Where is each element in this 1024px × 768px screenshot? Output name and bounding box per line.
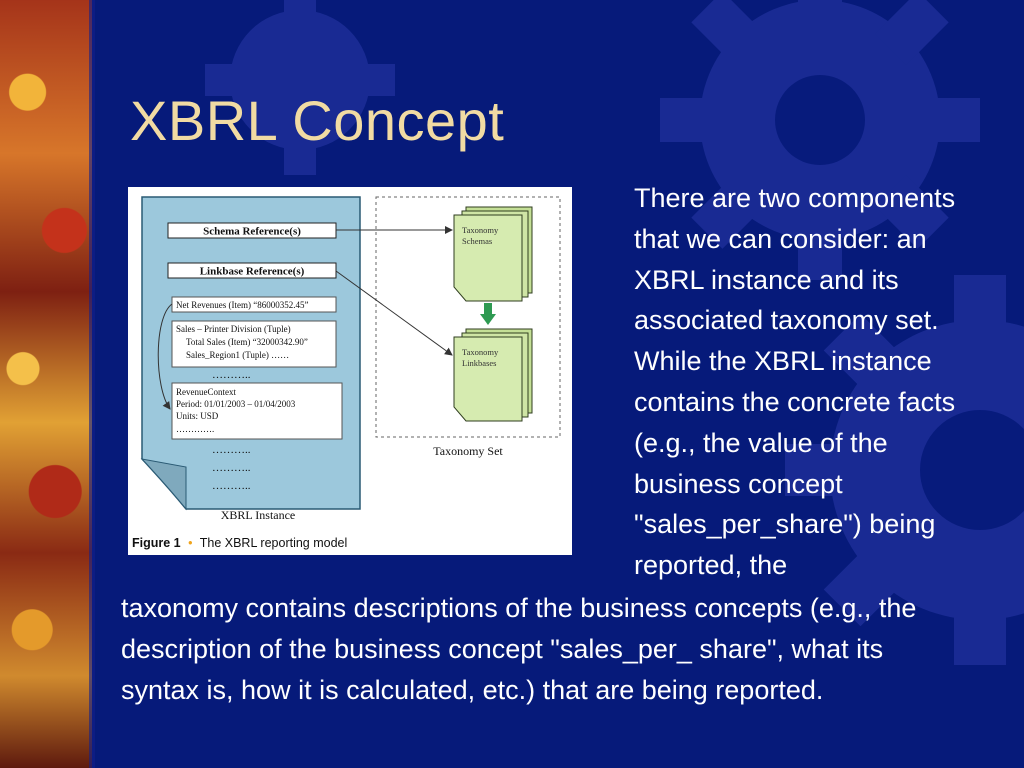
net-revenues-label: Net Revenues (Item) “86000352.45” <box>176 300 308 310</box>
caption-bullet: • <box>188 536 192 550</box>
taxonomy-schemas-line-1: Taxonomy <box>462 225 499 235</box>
caption-text: The XBRL reporting model <box>200 536 348 550</box>
ellipsis-row-4: ……….. <box>212 480 251 492</box>
linkbase-reference-label: Linkbase Reference(s) <box>200 266 305 278</box>
revenue-context-line-2: Period: 01/01/2003 – 01/04/2003 <box>176 399 296 409</box>
revenue-context-box <box>171 382 343 440</box>
taxonomy-linkbases-stack <box>453 328 533 422</box>
linkbase-reference-box <box>167 262 337 279</box>
revenue-context-line-1: RevenueContext <box>176 387 236 397</box>
context-reference-arrow <box>157 303 173 410</box>
ellipsis-row-2: ……….. <box>212 444 251 456</box>
taxonomy-schemas-line-2: Schemas <box>462 236 492 246</box>
taxonomy-set-boundary <box>375 196 561 438</box>
sales-tuple-box <box>171 320 337 368</box>
sales-tuple-line-2: Total Sales (Item) “32000342.90” <box>186 337 308 347</box>
schema-reference-label: Schema Reference(s) <box>203 226 301 238</box>
taxonomy-linkbases-line-2: Linkbases <box>462 358 496 368</box>
sales-tuple-line-3: Sales_Region1 (Tuple) …… <box>186 350 289 360</box>
xbrl-reporting-model-figure: Schema Reference(s) Linkbase Reference(s… <box>128 187 572 555</box>
slide-title: XBRL Concept <box>130 89 505 152</box>
ellipsis-row-1: ……….. <box>212 369 251 381</box>
body-text-right: There are two components that we can con… <box>634 183 956 581</box>
figure-caption: Figure 1 • The XBRL reporting model <box>132 536 347 550</box>
revenue-context-line-4: …………. <box>176 424 214 434</box>
caption-figure-number: Figure 1 <box>132 536 181 550</box>
body-text-bottom: taxonomy contains descriptions of the bu… <box>121 593 917 705</box>
schemas-to-linkbases-arrow <box>480 303 496 325</box>
taxonomy-set-label: Taxonomy Set <box>433 444 503 458</box>
figure-diagram: Schema Reference(s) Linkbase Reference(s… <box>132 196 561 550</box>
taxonomy-linkbases-line-1: Taxonomy <box>462 347 499 357</box>
xbrl-instance-label: XBRL Instance <box>221 508 296 522</box>
ellipsis-row-3: ……….. <box>212 462 251 474</box>
decorative-gear-strip <box>0 0 95 768</box>
revenue-context-line-3: Units: USD <box>176 411 219 421</box>
linkbase-reference-arrow <box>335 270 453 356</box>
taxonomy-schemas-stack <box>453 206 533 302</box>
sales-tuple-line-1: Sales – Printer Division (Tuple) <box>176 324 291 334</box>
